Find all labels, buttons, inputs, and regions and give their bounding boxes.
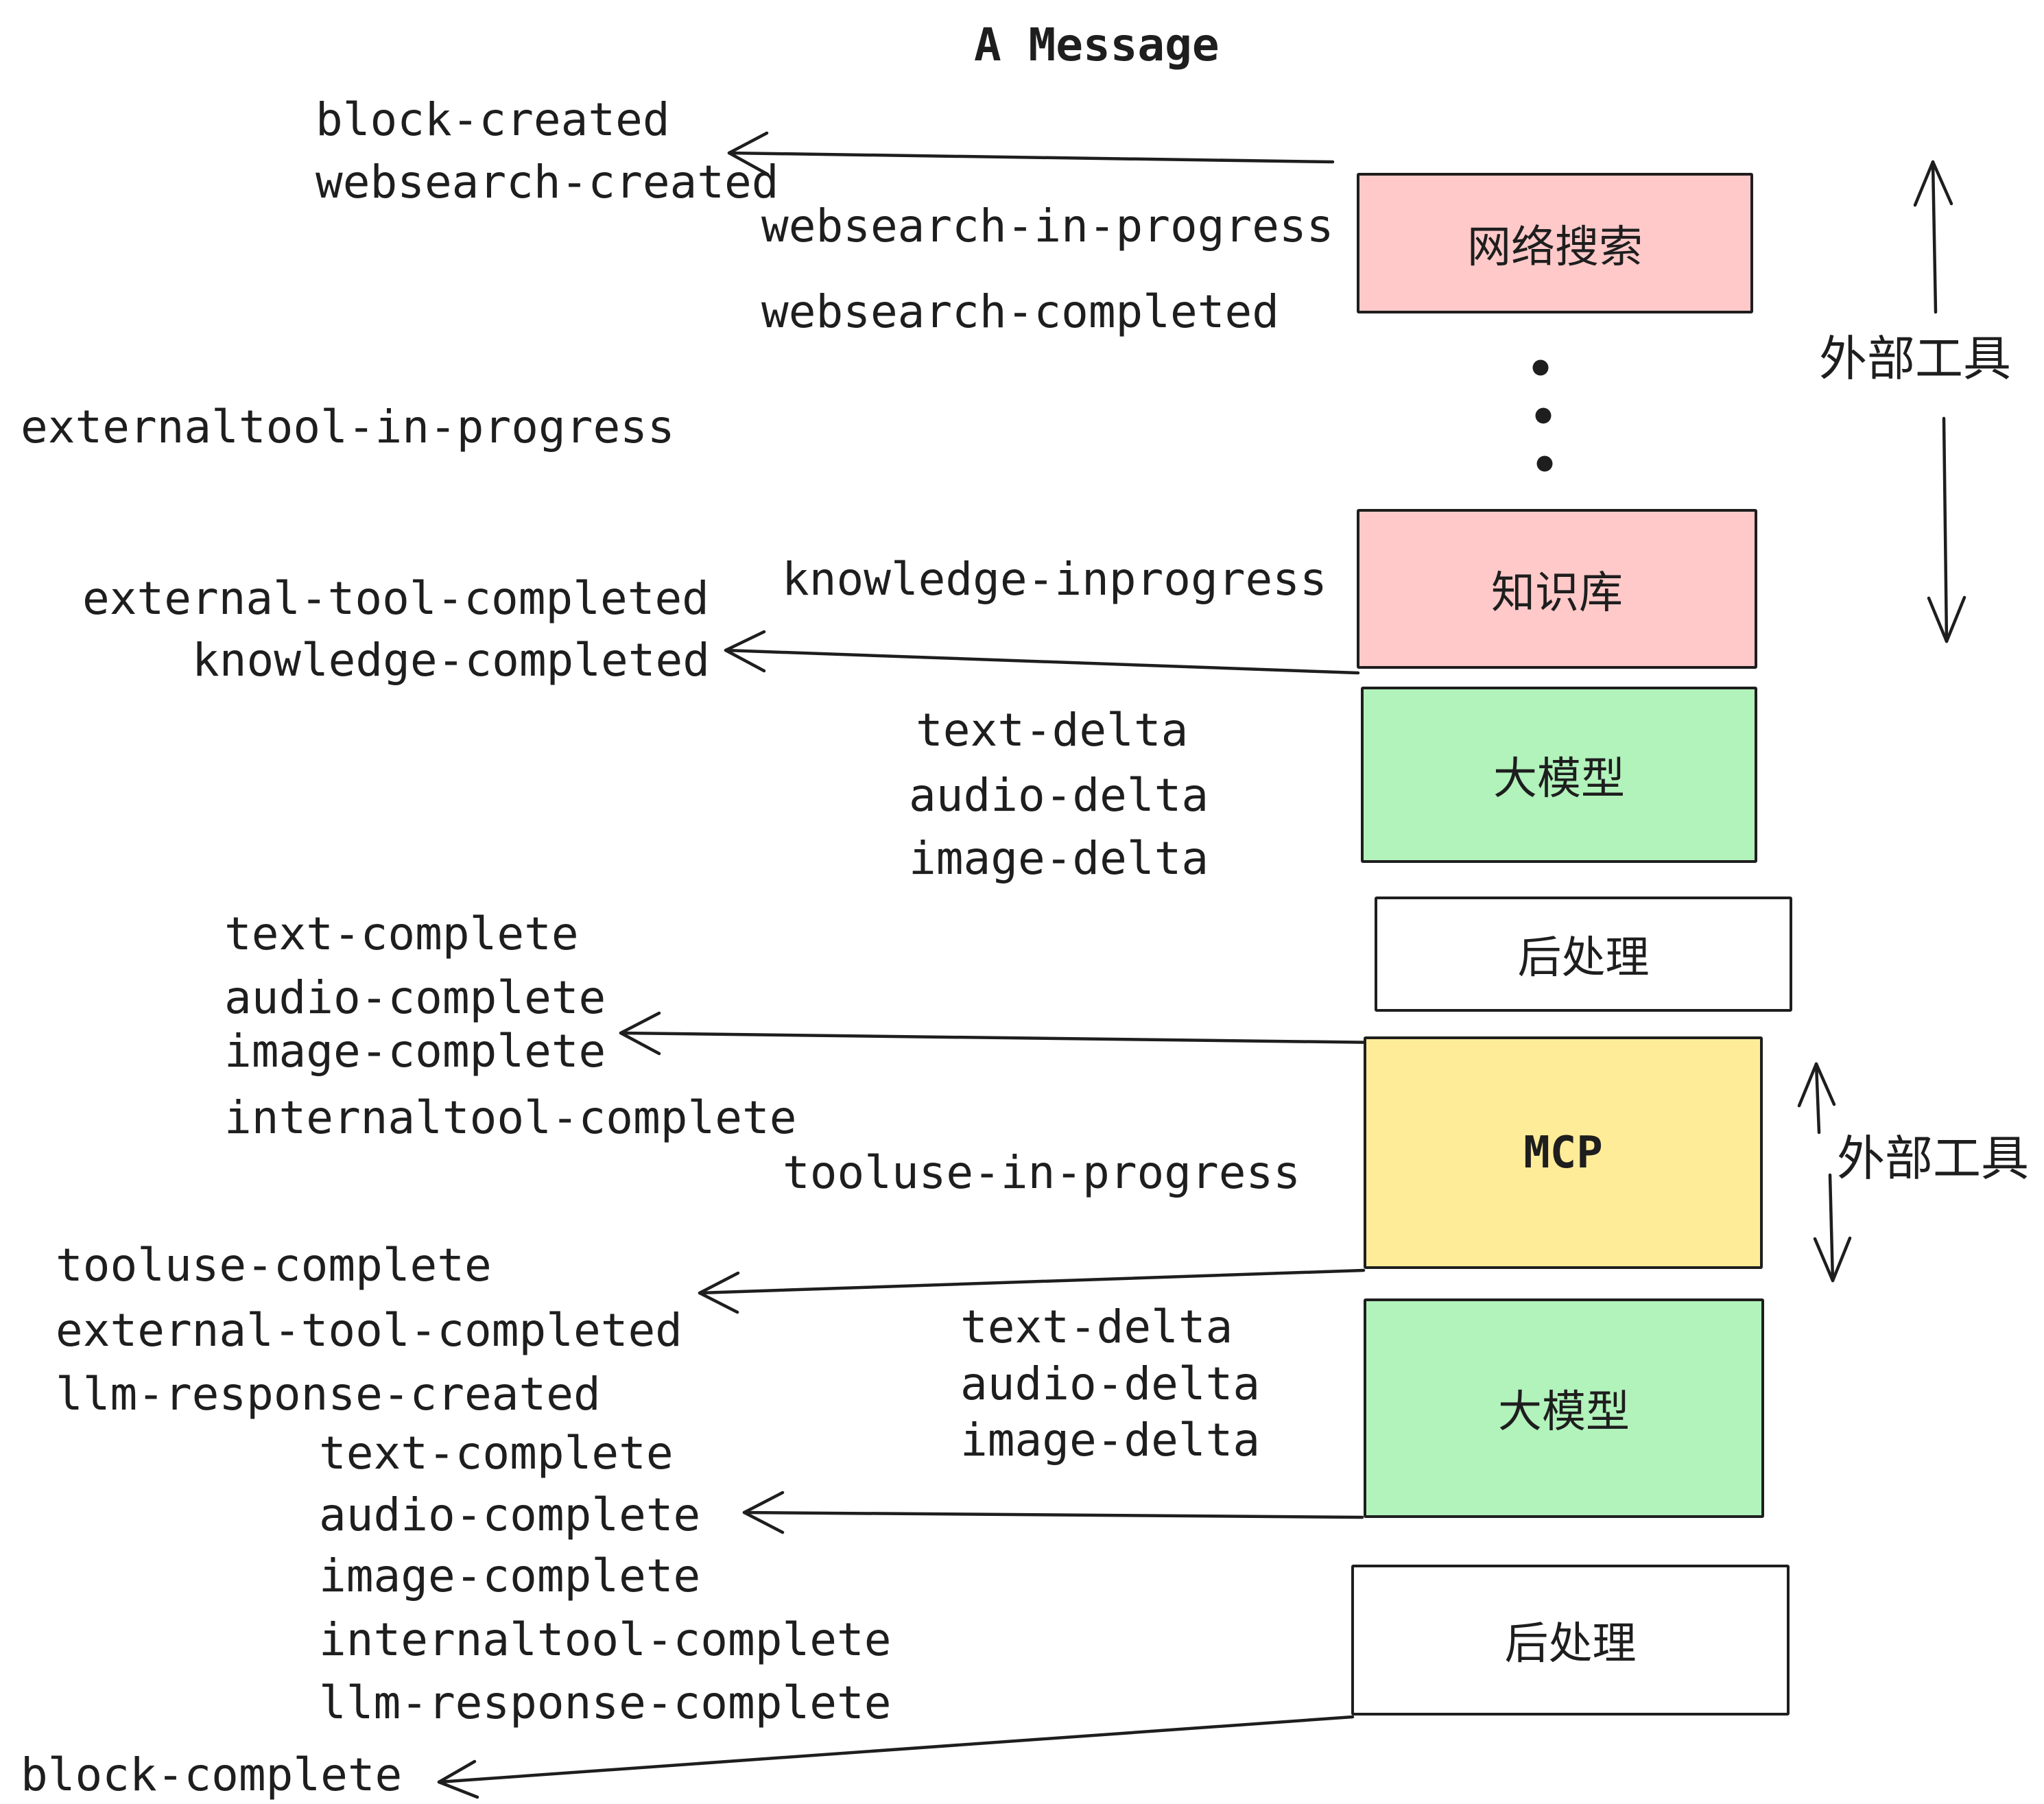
- box-mcp-label: MCP: [1523, 1127, 1603, 1178]
- event-tooluse-complete: tooluse-complete: [56, 1239, 492, 1292]
- vertical-ellipsis: [1532, 359, 1553, 472]
- box-websearch-label: 网络搜索: [1467, 222, 1643, 272]
- arrow-knowledge-completed: [724, 630, 1360, 675]
- box-postprocess-2: 后处理: [1351, 1565, 1790, 1716]
- external-tools-span-arrow-mcp: [1797, 1062, 1852, 1283]
- box-llm-2-label: 大模型: [1498, 1387, 1630, 1436]
- box-postprocess-1-label: 后处理: [1517, 933, 1650, 982]
- event-tooluse-in-progress: tooluse-in-progress: [783, 1146, 1300, 1199]
- box-postprocess-2-label: 后处理: [1504, 1619, 1637, 1668]
- event-externaltool-in-progress: externaltool-in-progress: [21, 401, 675, 453]
- event-websearch-created: websearch-created: [316, 156, 779, 209]
- event-knowledge-inprogress: knowledge-inprogress: [782, 553, 1327, 606]
- box-llm-1-label: 大模型: [1493, 753, 1625, 803]
- event-image-complete-1: image-complete: [224, 1025, 606, 1078]
- box-llm-1: 大模型: [1361, 687, 1757, 863]
- event-block-complete: block-complete: [21, 1748, 403, 1801]
- arrow-websearch-created: [727, 131, 1335, 176]
- event-audio-complete-1: audio-complete: [224, 971, 606, 1024]
- box-postprocess-1: 后处理: [1375, 897, 1792, 1012]
- event-websearch-completed: websearch-completed: [761, 285, 1279, 338]
- event-internaltool-complete-2: internaltool-complete: [319, 1613, 892, 1666]
- event-audio-delta-2: audio-delta: [960, 1357, 1261, 1410]
- arrow-tooluse-complete: [698, 1268, 1366, 1314]
- external-tools-label-mcp: 外部工具: [1837, 1132, 2029, 1185]
- event-image-complete-2: image-complete: [319, 1550, 701, 1602]
- event-block-created: block-created: [316, 93, 670, 146]
- box-mcp: MCP: [1364, 1036, 1763, 1269]
- event-llm-response-complete: llm-response-complete: [319, 1676, 892, 1729]
- event-audio-delta-1: audio-delta: [909, 769, 1209, 822]
- event-internaltool-complete-1: internaltool-complete: [224, 1091, 797, 1144]
- event-websearch-in-progress: websearch-in-progress: [761, 200, 1334, 252]
- event-external-tool-completed-1: external-tool-completed: [82, 572, 709, 625]
- arrow-block-complete: [437, 1715, 1355, 1799]
- box-knowledge: 知识库: [1357, 509, 1757, 669]
- event-text-delta-2: text-delta: [960, 1301, 1233, 1353]
- arrow-internal-complete: [619, 1011, 1388, 1056]
- event-knowledge-completed: knowledge-completed: [192, 634, 710, 687]
- page-title: A Message: [974, 19, 1220, 71]
- event-llm-response-created: llm-response-created: [56, 1368, 601, 1421]
- box-knowledge-label: 知识库: [1491, 567, 1623, 617]
- box-llm-2: 大模型: [1364, 1298, 1764, 1518]
- event-text-delta-1: text-delta: [916, 704, 1189, 757]
- event-external-tool-completed-2: external-tool-completed: [56, 1304, 682, 1357]
- external-tools-span-arrow-top: [1913, 160, 1966, 643]
- event-image-delta-2: image-delta: [960, 1414, 1261, 1467]
- event-text-complete-1: text-complete: [224, 907, 579, 960]
- box-websearch: 网络搜索: [1357, 173, 1753, 313]
- event-audio-complete-2: audio-complete: [319, 1488, 701, 1541]
- arrow-llm-complete: [742, 1491, 1364, 1534]
- event-text-complete-2: text-complete: [319, 1427, 674, 1480]
- event-image-delta-1: image-delta: [909, 832, 1209, 885]
- external-tools-label-top: 外部工具: [1819, 332, 2011, 385]
